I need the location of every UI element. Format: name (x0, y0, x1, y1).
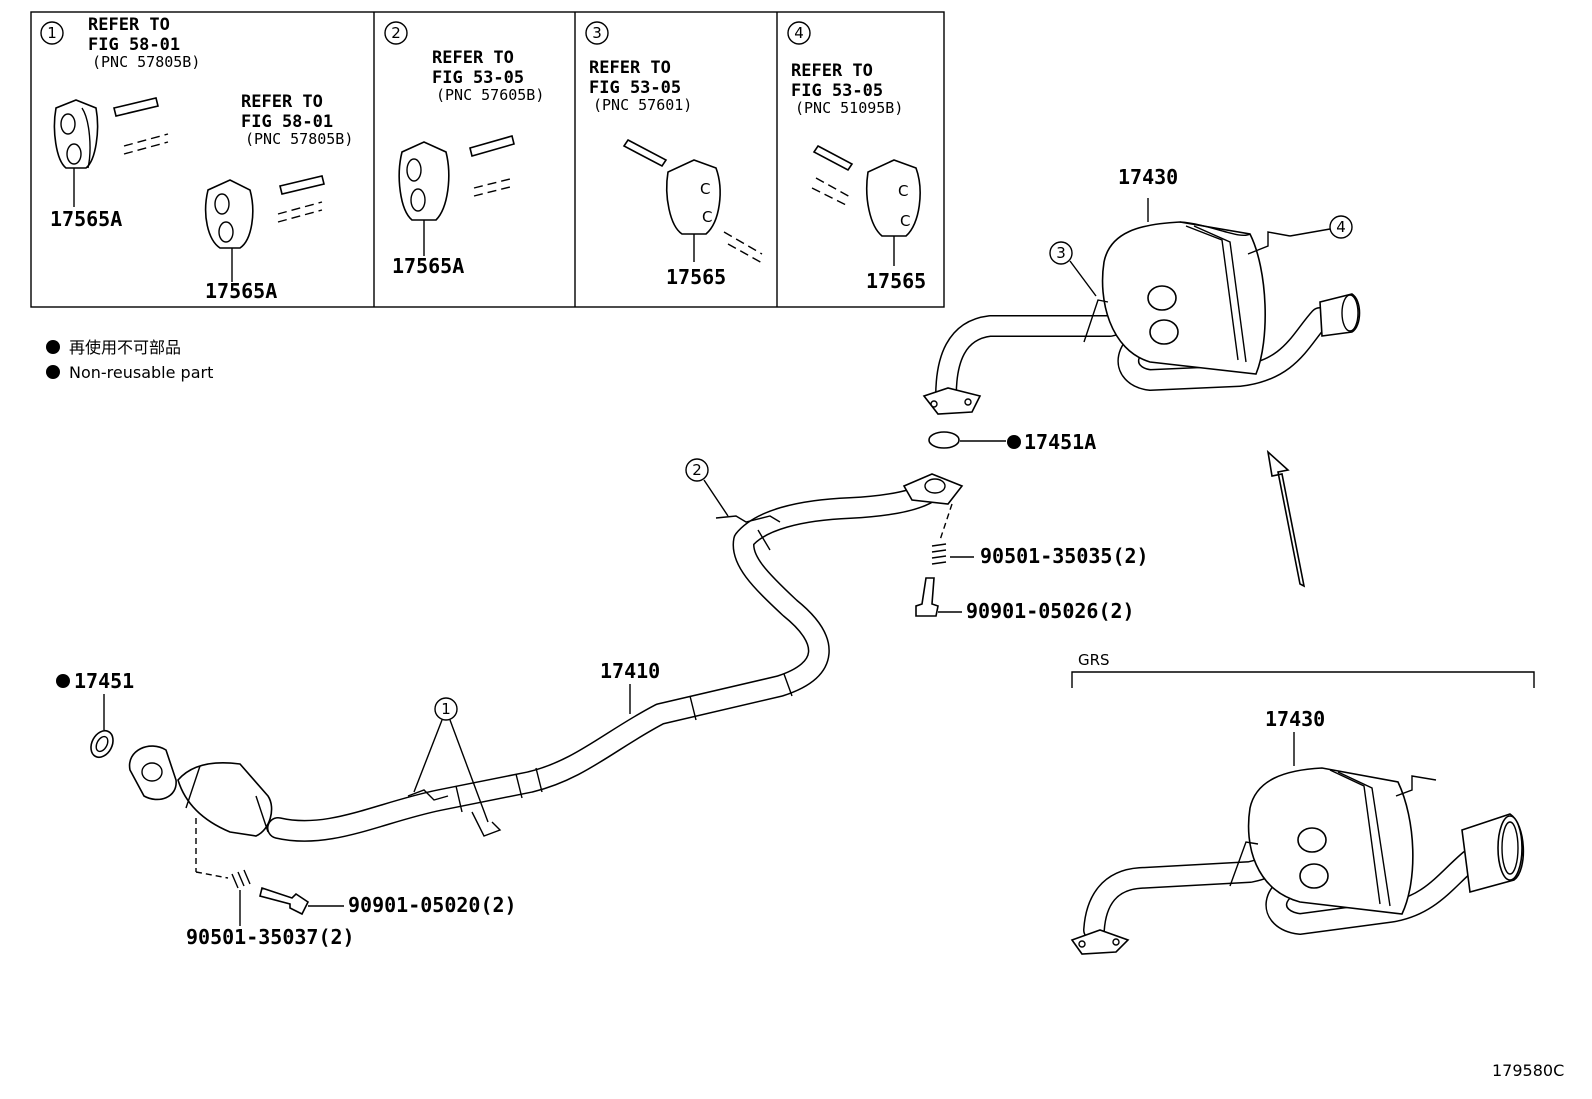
flange-icon (922, 387, 982, 415)
part-number: 17451A (1024, 430, 1096, 454)
catalytic-converter-icon (177, 761, 273, 837)
pnc-label: (PNC 51095B) (795, 99, 903, 117)
part-number: 17565A (392, 254, 464, 278)
svg-text:C: C (700, 180, 710, 198)
callout-number: 1 (441, 700, 451, 718)
inset-4: 4 REFER TO FIG 53-05 (PNC 51095B) C C 17… (787, 21, 926, 293)
refer-to-label: REFER TO (589, 58, 671, 78)
refer-to-label: REFER TO (88, 15, 170, 35)
non-reusable-dot-icon (46, 365, 60, 379)
muffler-body-icon (1247, 767, 1414, 915)
part-number: 17430 (1118, 165, 1178, 189)
gasket-icon (90, 729, 114, 759)
flange-icon (128, 745, 177, 801)
figure-code: 179580C (1492, 1061, 1564, 1080)
inset-panel (30, 11, 945, 308)
inset-number: 3 (592, 24, 602, 42)
grs-variant: GRS 17430 (1070, 651, 1535, 955)
hanger-rubber-icon (53, 99, 99, 169)
pnc-label: (PNC 57601) (593, 96, 692, 114)
hanger-rod-icon (279, 175, 325, 195)
inset-number: 4 (794, 24, 804, 42)
legend-en: Non-reusable part (69, 363, 213, 382)
non-reusable-dot-icon (1007, 435, 1021, 449)
part-number: 17451 (74, 669, 134, 693)
variant-bracket (1071, 671, 1535, 688)
part-number: 90501-35035(2) (980, 544, 1149, 568)
non-reusable-dot-icon (56, 674, 70, 688)
gasket-17451: 17451 (56, 669, 134, 759)
legend-jp: 再使用不可部品 (69, 338, 181, 357)
hanger-rod-icon (812, 144, 854, 172)
front-fasteners: 90501-35037(2) 90901-05020(2) (186, 818, 517, 949)
inset-number: 1 (47, 24, 57, 42)
hanger-bracket-icon (1083, 299, 1109, 343)
fig-ref-label: FIG 58-01 (241, 112, 333, 132)
fig-ref-label: FIG 53-05 (432, 68, 524, 88)
part-number: 90501-35037(2) (186, 925, 355, 949)
svg-text:C: C (702, 208, 712, 226)
hanger-rod-icon (469, 135, 515, 157)
spring-icon (931, 543, 947, 565)
fig-ref-label: FIG 53-05 (791, 81, 883, 101)
svg-text:C: C (898, 182, 908, 200)
refer-to-label: REFER TO (432, 48, 514, 68)
inset-number: 2 (391, 24, 401, 42)
non-reusable-dot-icon (46, 340, 60, 354)
gasket-icon (928, 431, 960, 449)
refer-to-label: REFER TO (241, 92, 323, 112)
inset-2: 2 REFER TO FIG 53-05 (PNC 57605B) 17565A (384, 21, 544, 278)
part-number: 17430 (1265, 707, 1325, 731)
hanger-bracket-icon (471, 811, 502, 837)
tail-pipe-icon (1319, 293, 1361, 337)
hanger-rubber-icon: C C (865, 159, 921, 237)
inset-frame (30, 11, 945, 308)
rear-fasteners: 90501-35035(2) 90901-05026(2) (915, 503, 1149, 623)
part-number: 17565A (50, 207, 122, 231)
hanger-bracket-icon (1229, 841, 1259, 887)
bolt-icon (259, 886, 310, 916)
inset-1: 1 REFER TO FIG 58-01 (PNC 57805B) REFER … (40, 15, 353, 303)
hanger-rod-icon (622, 138, 668, 168)
hanger-rubber-icon (398, 141, 450, 221)
hanger-bracket-icon (715, 515, 781, 523)
spring-icon (231, 869, 251, 889)
inset-3: 3 REFER TO FIG 53-05 (PNC 57601) C C 175… (585, 21, 765, 289)
fig-ref-label: FIG 58-01 (88, 35, 180, 55)
part-number: 17565 (866, 269, 926, 293)
svg-text:C: C (900, 212, 910, 230)
fig-ref-label: FIG 53-05 (589, 78, 681, 98)
pnc-label: (PNC 57805B) (245, 130, 353, 148)
hanger-rubber-icon: C C (665, 159, 721, 235)
hanger-bracket-icon (407, 789, 449, 801)
part-number: 17565A (205, 279, 277, 303)
part-number: 17565 (666, 265, 726, 289)
rear-muffler-assembly: 17430 3 4 (922, 165, 1361, 415)
hanger-rod-icon (113, 97, 159, 117)
gasket-17451A: 17451A (928, 430, 1096, 454)
callout-number: 2 (692, 461, 702, 479)
pnc-label: (PNC 57605B) (436, 86, 544, 104)
callout-number: 3 (1056, 244, 1066, 262)
flange-icon (902, 473, 964, 505)
part-number: 90901-05020(2) (348, 893, 517, 917)
variant-label: GRS (1078, 651, 1110, 669)
flange-icon (1070, 929, 1130, 955)
hanger-rubber-icon (204, 179, 254, 249)
center-pipe-assembly: 17410 1 2 (128, 458, 964, 842)
pnc-label: (PNC 57805B) (92, 53, 200, 71)
part-number: 90901-05026(2) (966, 599, 1135, 623)
callout-number: 4 (1336, 218, 1346, 236)
refer-to-label: REFER TO (791, 61, 873, 81)
direction-arrow-icon (1266, 449, 1306, 588)
bolt-icon (915, 577, 939, 617)
part-number: 17410 (600, 659, 660, 683)
legend: 再使用不可部品 Non-reusable part (46, 338, 213, 382)
